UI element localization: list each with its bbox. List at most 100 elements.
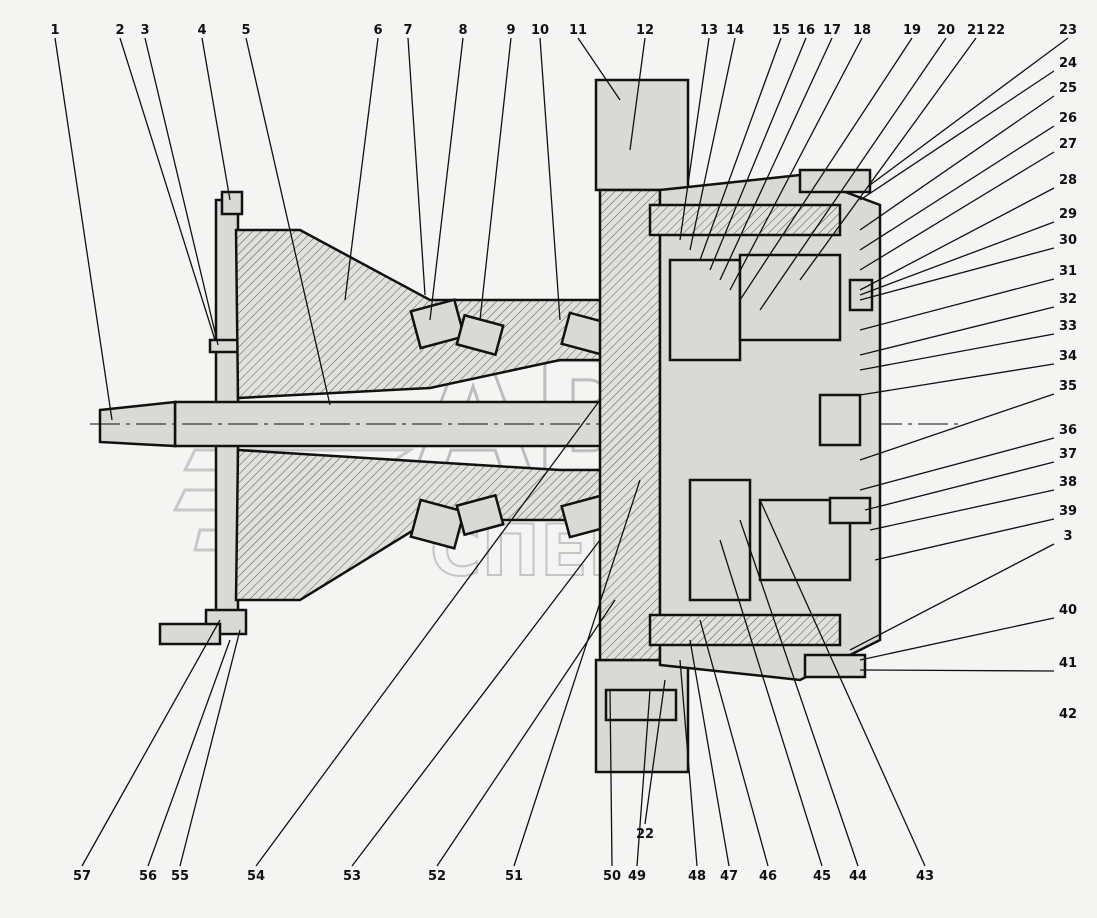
leader-line-bottom-11 (689, 639, 730, 867)
callout-label-15: 15 (772, 23, 790, 38)
leader-line-bottom-12 (699, 619, 769, 867)
callout-label-bottom-45-13: 45 (813, 869, 831, 884)
callout-label-22: 22 (987, 23, 1005, 38)
leader-line-bottom-6 (513, 479, 641, 867)
callout-label-2: 2 (115, 23, 124, 38)
callout-label-bottom-52-5: 52 (428, 869, 446, 884)
callout-label-9: 9 (506, 23, 515, 38)
leader-line-bottom-5 (436, 599, 616, 867)
callout-label-8: 8 (458, 23, 467, 38)
callout-label-7: 7 (403, 23, 412, 38)
planetary-gearbox (648, 168, 882, 682)
callout-label-right-3-16: 3 (1063, 529, 1072, 544)
leader-line-right-11 (859, 393, 1055, 461)
leader-line-3 (144, 37, 219, 346)
callout-label-bottom-49-8: 49 (628, 869, 646, 884)
leader-line-7 (407, 37, 426, 296)
callout-label-right-33-9: 33 (1059, 319, 1077, 334)
leader-line-15 (699, 37, 782, 261)
leader-line-bottom-13 (719, 539, 823, 867)
leader-line-right-13 (864, 461, 1055, 511)
callout-label-bottom-55-2: 55 (171, 869, 189, 884)
leader-line-bottom-7 (609, 689, 613, 867)
callout-label-right-25-1: 25 (1059, 81, 1077, 96)
callout-label-right-26-2: 26 (1059, 111, 1077, 126)
leader-lines (54, 37, 1069, 867)
leader-line-12 (629, 37, 646, 151)
callout-label-bottom-50-7: 50 (603, 869, 621, 884)
callout-label-bottom-22-9: 22 (636, 827, 654, 842)
callout-label-17: 17 (823, 23, 841, 38)
callout-label-10: 10 (531, 23, 549, 38)
leader-line-16 (709, 37, 807, 271)
leader-line-bottom-2 (179, 629, 241, 867)
leader-line-bottom-14 (739, 519, 859, 867)
callout-label-right-30-6: 30 (1059, 233, 1077, 248)
leader-line-right-8 (859, 306, 1055, 356)
callout-label-3: 3 (140, 23, 149, 38)
callout-label-right-39-15: 39 (1059, 504, 1077, 519)
leader-line-bottom-15 (759, 499, 926, 867)
leader-line-bottom-9 (644, 679, 666, 825)
leader-line-bottom-8 (636, 689, 651, 867)
callout-label-right-32-8: 32 (1059, 292, 1077, 307)
callout-label-11: 11 (569, 23, 587, 38)
callout-label-bottom-53-4: 53 (343, 869, 361, 884)
leader-line-20 (759, 37, 947, 311)
leader-line-bottom-10 (679, 659, 698, 867)
callout-label-1: 1 (50, 23, 59, 38)
callout-label-6: 6 (373, 23, 382, 38)
callout-label-right-42-19: 42 (1059, 707, 1077, 722)
callout-label-right-24-0: 24 (1059, 56, 1077, 71)
callout-label-5: 5 (241, 23, 250, 38)
callout-label-18: 18 (853, 23, 871, 38)
leader-line-right-5 (859, 221, 1055, 296)
leader-line-2 (119, 37, 216, 341)
callout-label-14: 14 (726, 23, 744, 38)
leader-line-right-16 (849, 543, 1055, 651)
leader-line-bottom-0 (81, 619, 221, 867)
leader-line-18 (729, 37, 863, 291)
callout-label-4: 4 (197, 23, 206, 38)
callout-label-bottom-56-1: 56 (139, 869, 157, 884)
leader-line-10 (539, 37, 561, 321)
callout-label-bottom-48-10: 48 (688, 869, 706, 884)
callout-label-bottom-57-0: 57 (73, 869, 91, 884)
leader-line-14 (689, 37, 736, 251)
leader-line-right-18 (859, 669, 1055, 672)
leader-line-right-3 (859, 151, 1055, 271)
leader-line-right-12 (859, 437, 1055, 491)
leader-line-1 (54, 37, 113, 421)
callout-label-bottom-44-14: 44 (849, 869, 867, 884)
callout-label-right-40-17: 40 (1059, 603, 1077, 618)
leader-line-bottom-4 (351, 539, 601, 867)
callout-label-bottom-54-3: 54 (247, 869, 265, 884)
callout-label-bottom-47-11: 47 (720, 869, 738, 884)
leader-line-right-4 (859, 187, 1055, 291)
leader-line-11 (577, 37, 621, 101)
leader-line-right-7 (859, 278, 1055, 331)
callout-label-right-37-13: 37 (1059, 447, 1077, 462)
leader-line-19 (739, 37, 913, 301)
callout-label-right-41-18: 41 (1059, 656, 1077, 671)
leader-line-6 (344, 37, 379, 301)
leader-line-bottom-1 (147, 639, 231, 867)
leader-line-right-2 (859, 125, 1055, 251)
leader-line-right-0 (859, 70, 1055, 201)
leader-line-13 (679, 37, 710, 241)
callout-label-21: 21 (967, 23, 985, 38)
callout-label-right-27-3: 27 (1059, 137, 1077, 152)
callout-label-bottom-43-15: 43 (916, 869, 934, 884)
callout-label-bottom-51-6: 51 (505, 869, 523, 884)
callout-label-23: 23 (1059, 23, 1077, 38)
wheel-hub (594, 78, 690, 774)
callout-label-20: 20 (937, 23, 955, 38)
leader-line-9 (479, 37, 512, 321)
leader-line-17 (719, 37, 833, 281)
leader-line-bottom-3 (255, 399, 601, 867)
leader-line-21 (799, 37, 977, 281)
callout-label-bottom-46-12: 46 (759, 869, 777, 884)
